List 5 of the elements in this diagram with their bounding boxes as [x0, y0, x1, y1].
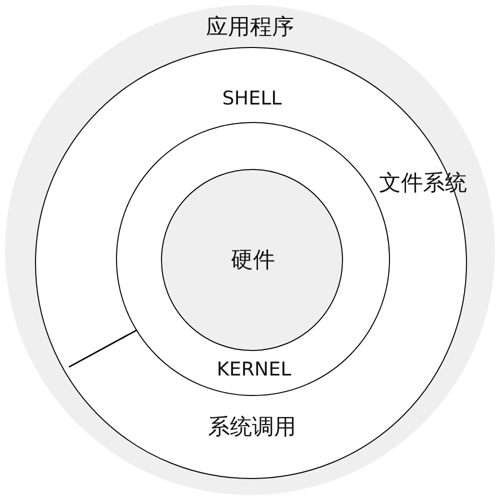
system-call-label: 系统调用: [208, 416, 296, 440]
hardware-label: 硬件: [231, 248, 275, 274]
application-label: 应用程序: [206, 16, 294, 40]
kernel-label: KERNEL: [216, 360, 292, 380]
shell-label: SHELL: [222, 88, 282, 110]
